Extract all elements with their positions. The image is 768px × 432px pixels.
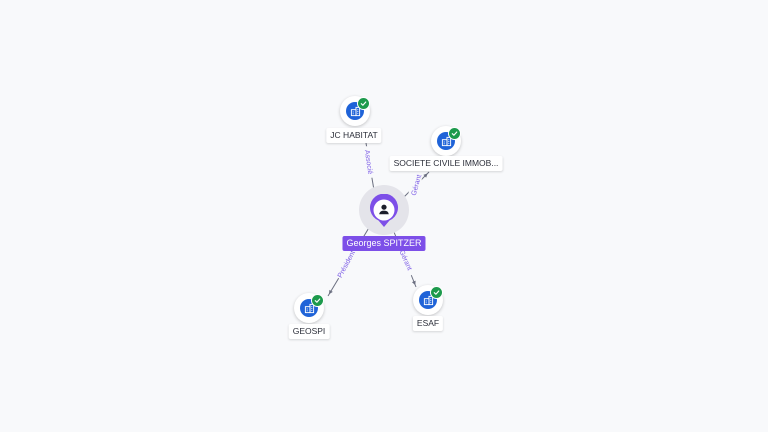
edge-relation-label: Associé: [363, 150, 373, 175]
edge-arrow-icon: [423, 173, 428, 178]
verified-check-icon: [357, 97, 370, 110]
company-circle[interactable]: [413, 285, 443, 315]
company-circle[interactable]: [340, 96, 370, 126]
verified-check-icon: [448, 127, 461, 140]
edge-arrow-icon: [329, 289, 333, 295]
person-name-label[interactable]: Georges SPITZER: [342, 236, 426, 251]
company-label[interactable]: GEOSPI: [288, 324, 330, 339]
edge-relation-label: Gérant: [411, 174, 424, 197]
verified-check-icon: [430, 286, 443, 299]
company-label[interactable]: SOCIETE CIVILE IMMOB...: [389, 156, 503, 171]
verified-check-icon: [311, 294, 324, 307]
company-label[interactable]: JC HABITAT: [326, 128, 382, 143]
person-icon[interactable]: [367, 193, 401, 228]
edge-arrow-icon: [411, 280, 416, 286]
company-label[interactable]: ESAF: [412, 316, 444, 331]
